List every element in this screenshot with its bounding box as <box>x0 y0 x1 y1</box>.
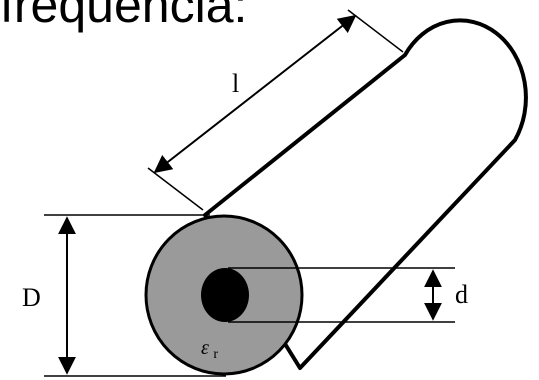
length-label: l <box>232 69 239 98</box>
inner-diameter-label: d <box>455 280 468 309</box>
permittivity-symbol: ε <box>201 337 209 359</box>
inner-conductor <box>201 268 249 322</box>
permittivity-subscript: r <box>213 347 218 362</box>
outer-diameter-label: D <box>22 283 41 312</box>
length-extension-far <box>347 9 404 53</box>
permittivity-label: ε r <box>201 337 218 362</box>
length-arrow <box>153 14 357 174</box>
length-extension-near <box>147 167 204 211</box>
